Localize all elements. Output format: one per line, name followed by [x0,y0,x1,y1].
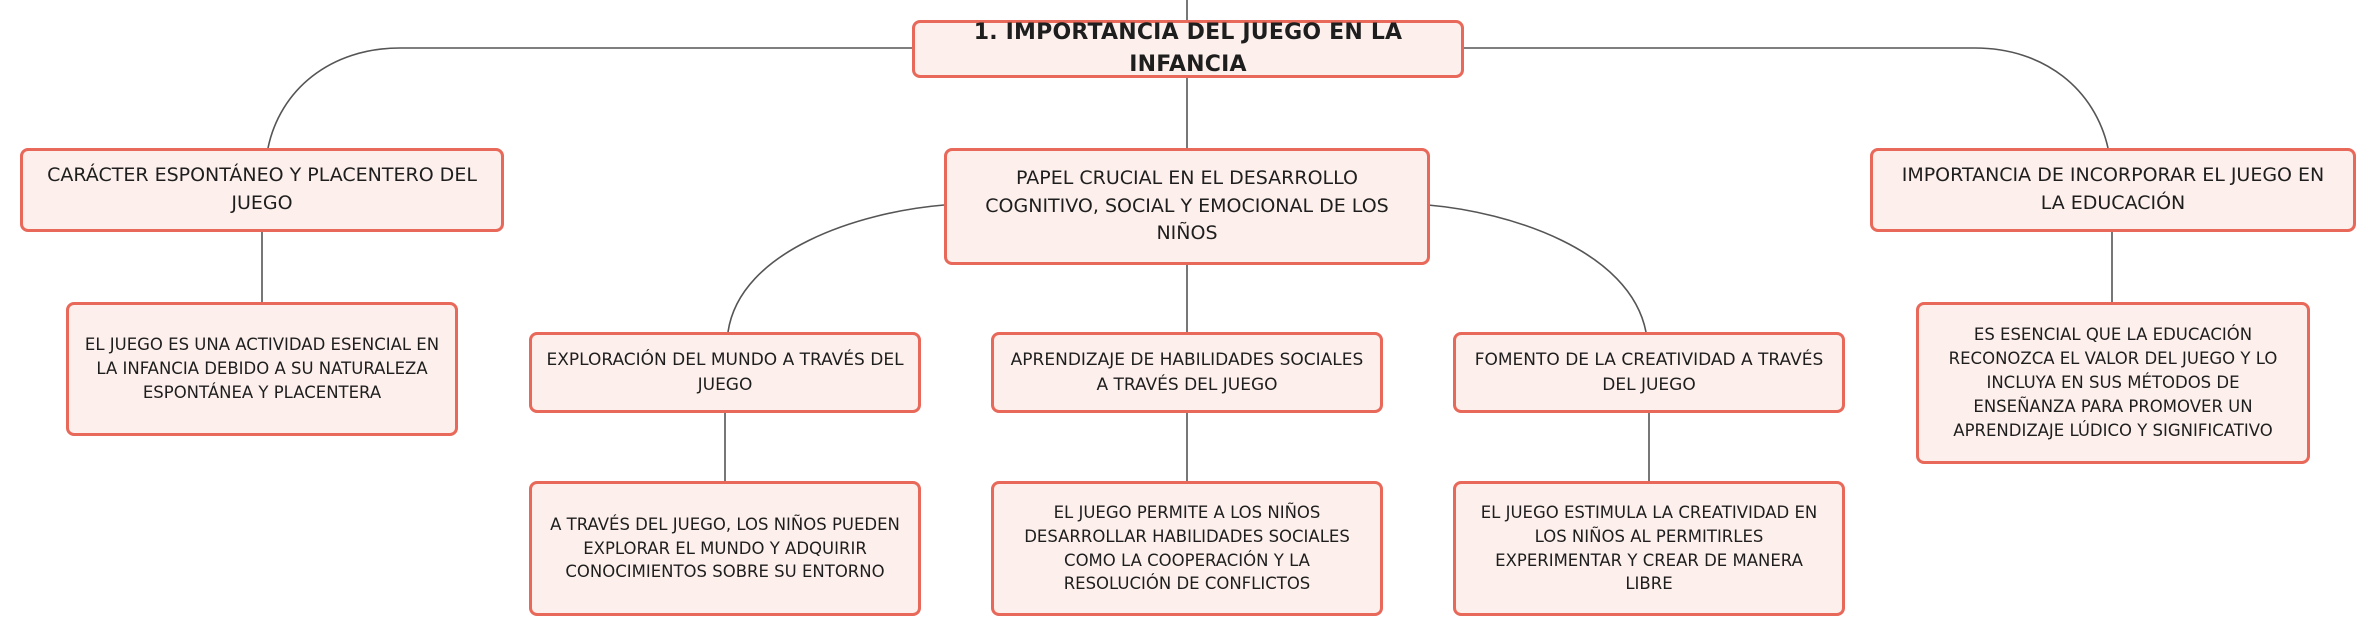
topic-importancia-educacion[interactable]: IMPORTANCIA DE INCORPORAR EL JUEGO EN LA… [1870,148,2356,232]
subtopic-label: FOMENTO DE LA CREATIVIDAD A TRAVÉS DEL J… [1474,349,1824,395]
detail-label: A TRAVÉS DEL JUEGO, LOS NIÑOS PUEDEN EXP… [550,514,900,582]
connector-center-sub1 [727,204,945,333]
central-topic-label: 1. IMPORTANCIA DEL JUEGO EN LA INFANCIA [973,20,1403,77]
detail-label: EL JUEGO ESTIMULA LA CREATIVIDAD EN LOS … [1480,502,1818,594]
topic-label: IMPORTANCIA DE INCORPORAR EL JUEGO EN LA… [1901,164,2325,214]
subtopic-label: ES ESENCIAL QUE LA EDUCACIÓN RECONOZCA E… [1948,325,2278,440]
detail-cooperacion-conflictos[interactable]: EL JUEGO PERMITE A LOS NIÑOS DESARROLLAR… [991,481,1383,616]
subtopic-exploracion-mundo[interactable]: EXPLORACIÓN DEL MUNDO A TRAVÉS DEL JUEGO [529,332,921,413]
subtopic-habilidades-sociales[interactable]: APRENDIZAJE DE HABILIDADES SOCIALES A TR… [991,332,1383,413]
topic-label: PAPEL CRUCIAL EN EL DESARROLLO COGNITIVO… [985,167,1389,245]
subtopic-label: EL JUEGO ES UNA ACTIVIDAD ESENCIAL EN LA… [84,335,440,402]
subtopic-actividad-esencial[interactable]: EL JUEGO ES UNA ACTIVIDAD ESENCIAL EN LA… [66,302,458,436]
subtopic-valor-juego-educacion[interactable]: ES ESENCIAL QUE LA EDUCACIÓN RECONOZCA E… [1916,302,2310,464]
topic-caracter-espontaneo[interactable]: CARÁCTER ESPONTÁNEO Y PLACENTERO DEL JUE… [20,148,504,232]
topic-label: CARÁCTER ESPONTÁNEO Y PLACENTERO DEL JUE… [47,164,477,214]
detail-explorar-mundo[interactable]: A TRAVÉS DEL JUEGO, LOS NIÑOS PUEDEN EXP… [529,481,921,616]
topic-papel-crucial[interactable]: PAPEL CRUCIAL EN EL DESARROLLO COGNITIVO… [944,148,1430,265]
subtopic-label: EXPLORACIÓN DEL MUNDO A TRAVÉS DEL JUEGO [546,349,904,395]
connector-root-right [1462,47,2109,149]
connector-center-sub3 [1427,204,1647,333]
connector-root-left [267,47,912,149]
subtopic-fomento-creatividad[interactable]: FOMENTO DE LA CREATIVIDAD A TRAVÉS DEL J… [1453,332,1845,413]
central-topic[interactable]: 1. IMPORTANCIA DEL JUEGO EN LA INFANCIA [912,20,1464,78]
subtopic-label: APRENDIZAJE DE HABILIDADES SOCIALES A TR… [1010,349,1364,395]
detail-estimula-creatividad[interactable]: EL JUEGO ESTIMULA LA CREATIVIDAD EN LOS … [1453,481,1845,616]
detail-label: EL JUEGO PERMITE A LOS NIÑOS DESARROLLAR… [1024,502,1350,594]
